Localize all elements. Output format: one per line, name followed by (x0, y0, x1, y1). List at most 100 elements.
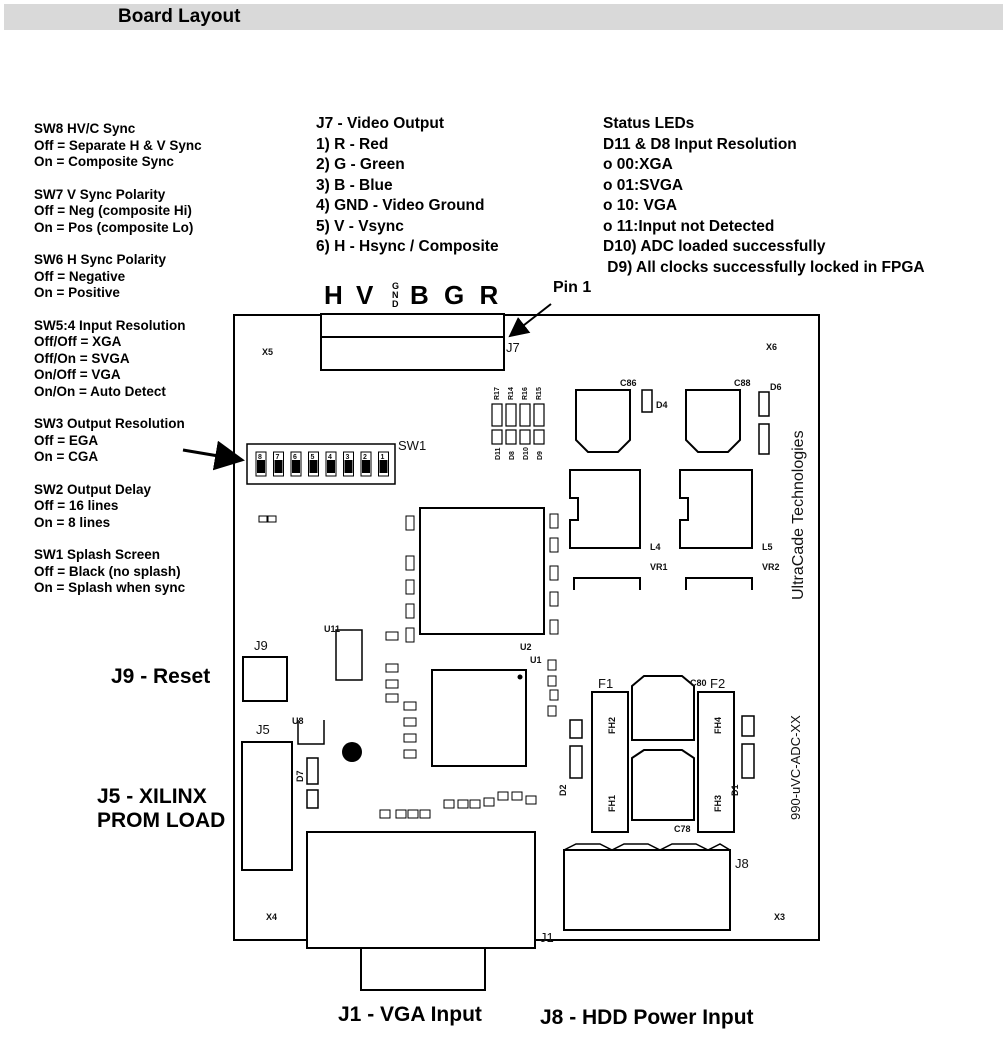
u11-silk: U11 (324, 624, 340, 634)
vr2-regulator (685, 577, 753, 590)
video-pin-4: 4) GND - Video Ground (316, 197, 485, 214)
j1-vga-connector (306, 831, 536, 949)
d7-silk: D7 (295, 770, 305, 782)
top-resistor (505, 403, 517, 427)
f2-silk: F2 (710, 676, 725, 691)
smd-capacitor (403, 733, 417, 743)
d2-diode (569, 745, 583, 779)
smd-part (395, 809, 407, 819)
d1-silk: D1 (730, 784, 740, 796)
x5-silk: X5 (262, 347, 273, 357)
top-resistor-silk: R17 (494, 387, 501, 400)
status-led (505, 429, 517, 445)
fh4-silk: FH4 (713, 717, 723, 734)
f1-fuse-holder (591, 691, 629, 833)
r13-resistor (306, 789, 319, 809)
dip-switch-number: 3 (346, 454, 350, 461)
d4-diode (641, 389, 653, 413)
status-led (491, 429, 503, 445)
fh2-silk: FH2 (607, 717, 617, 734)
c88-module (685, 389, 741, 453)
c80-silk: C80 (690, 678, 707, 688)
smd-capacitor (405, 627, 415, 643)
switch-note-line: Off = 16 lines (34, 498, 119, 513)
pin-letter-h: H (324, 280, 347, 310)
j8-connector-tabs (563, 843, 731, 851)
dip-switch-number: 7 (276, 454, 280, 461)
top-resistor (533, 403, 545, 427)
switch-note-line: Off/Off = XGA (34, 334, 122, 349)
c86-module (575, 389, 631, 453)
switch-note-title: SW8 HV/C Sync (34, 121, 136, 136)
dip-switch-number: 6 (293, 454, 297, 461)
capacitor-array (385, 513, 559, 759)
smd-part (407, 809, 419, 819)
j9-reset-callout: J9 - Reset (111, 665, 211, 688)
switch-note-line: Off = Neg (composite Hi) (34, 203, 192, 218)
r57-resistor (741, 715, 755, 737)
r56-resistor (758, 423, 770, 455)
dip-switch-number: 1 (381, 454, 385, 461)
status-leds-legend: Status LEDs D11 & D8 Input Resolution o … (603, 114, 925, 278)
top-resistor (519, 403, 531, 427)
status-led-silk: D10 (523, 447, 530, 460)
smd-part (497, 791, 509, 801)
pin1-callout: Pin 1 (553, 279, 592, 296)
switch-note-line: On = Positive (34, 285, 120, 300)
dip-switch-lever (362, 460, 370, 473)
fpga-chip (419, 507, 545, 635)
smd-capacitor (405, 555, 415, 571)
d4-silk: D4 (656, 400, 668, 410)
status-led-line-6: D10) ADC loaded successfully (603, 238, 826, 255)
c78-silk: C78 (674, 824, 691, 834)
smd-parts (379, 659, 559, 819)
smd-part (511, 791, 523, 801)
j1-vga-input-callout: J1 - VGA Input (338, 1003, 482, 1026)
video-output-title: J7 - Video Output (316, 115, 445, 132)
dip-switch-lever (292, 460, 300, 473)
pin1-arrow (508, 303, 552, 338)
adc-pin1-dot (517, 674, 523, 680)
adc-chip (431, 669, 527, 767)
fh3-silk: FH3 (713, 795, 723, 812)
video-pin-5: 5) V - Vsync (316, 217, 404, 235)
status-led-silk: D8 (509, 451, 516, 460)
dip-switch-lever (257, 460, 265, 473)
video-pin-3: 3) B - Blue (316, 176, 393, 194)
x3-silk: X3 (774, 912, 785, 922)
j7-silk: J7 (506, 340, 520, 355)
switch-note-line: Off = Negative (34, 268, 126, 284)
x6-silk: X6 (766, 342, 777, 352)
status-led (519, 429, 531, 445)
smd-part (525, 795, 537, 805)
video-pin-2: 2) G - Green (316, 156, 405, 173)
switch-note-line: On/Off = VGA (34, 367, 121, 382)
pin-letters-bgr: B G R (410, 280, 503, 310)
smd-capacitor (549, 591, 559, 607)
smd-capacitor (549, 619, 559, 635)
status-led-silk: D11 (495, 447, 502, 460)
dip-switch-lever (309, 460, 318, 473)
smd-capacitor (549, 565, 559, 581)
l5-silk: L5 (762, 542, 773, 552)
dip-switch-lever (274, 460, 283, 473)
status-led-line-7: D9) All clocks successfully locked in FP… (603, 258, 925, 276)
smd-part (379, 809, 391, 819)
smd-part (547, 705, 557, 717)
sw1-silk: SW1 (398, 438, 426, 453)
f1-silk: F1 (598, 676, 613, 691)
smd-capacitor (549, 513, 559, 529)
switch-note-line: On = 8 lines (34, 514, 111, 530)
switch-note-line: Off/On = SVGA (34, 350, 130, 366)
video-pin-1: 1) R - Red (316, 135, 389, 153)
smd-capacitor (549, 537, 559, 553)
d6-diode (758, 391, 770, 417)
switch-note-title: SW7 V Sync Polarity (34, 186, 166, 202)
switch-note-line: On = Pos (composite Lo) (34, 219, 194, 235)
smd-capacitor (403, 749, 417, 759)
c86-silk: C86 (620, 378, 637, 388)
switch-note-line: On = Splash when sync (34, 580, 186, 595)
switch-note-title: SW3 Output Resolution (34, 416, 185, 431)
